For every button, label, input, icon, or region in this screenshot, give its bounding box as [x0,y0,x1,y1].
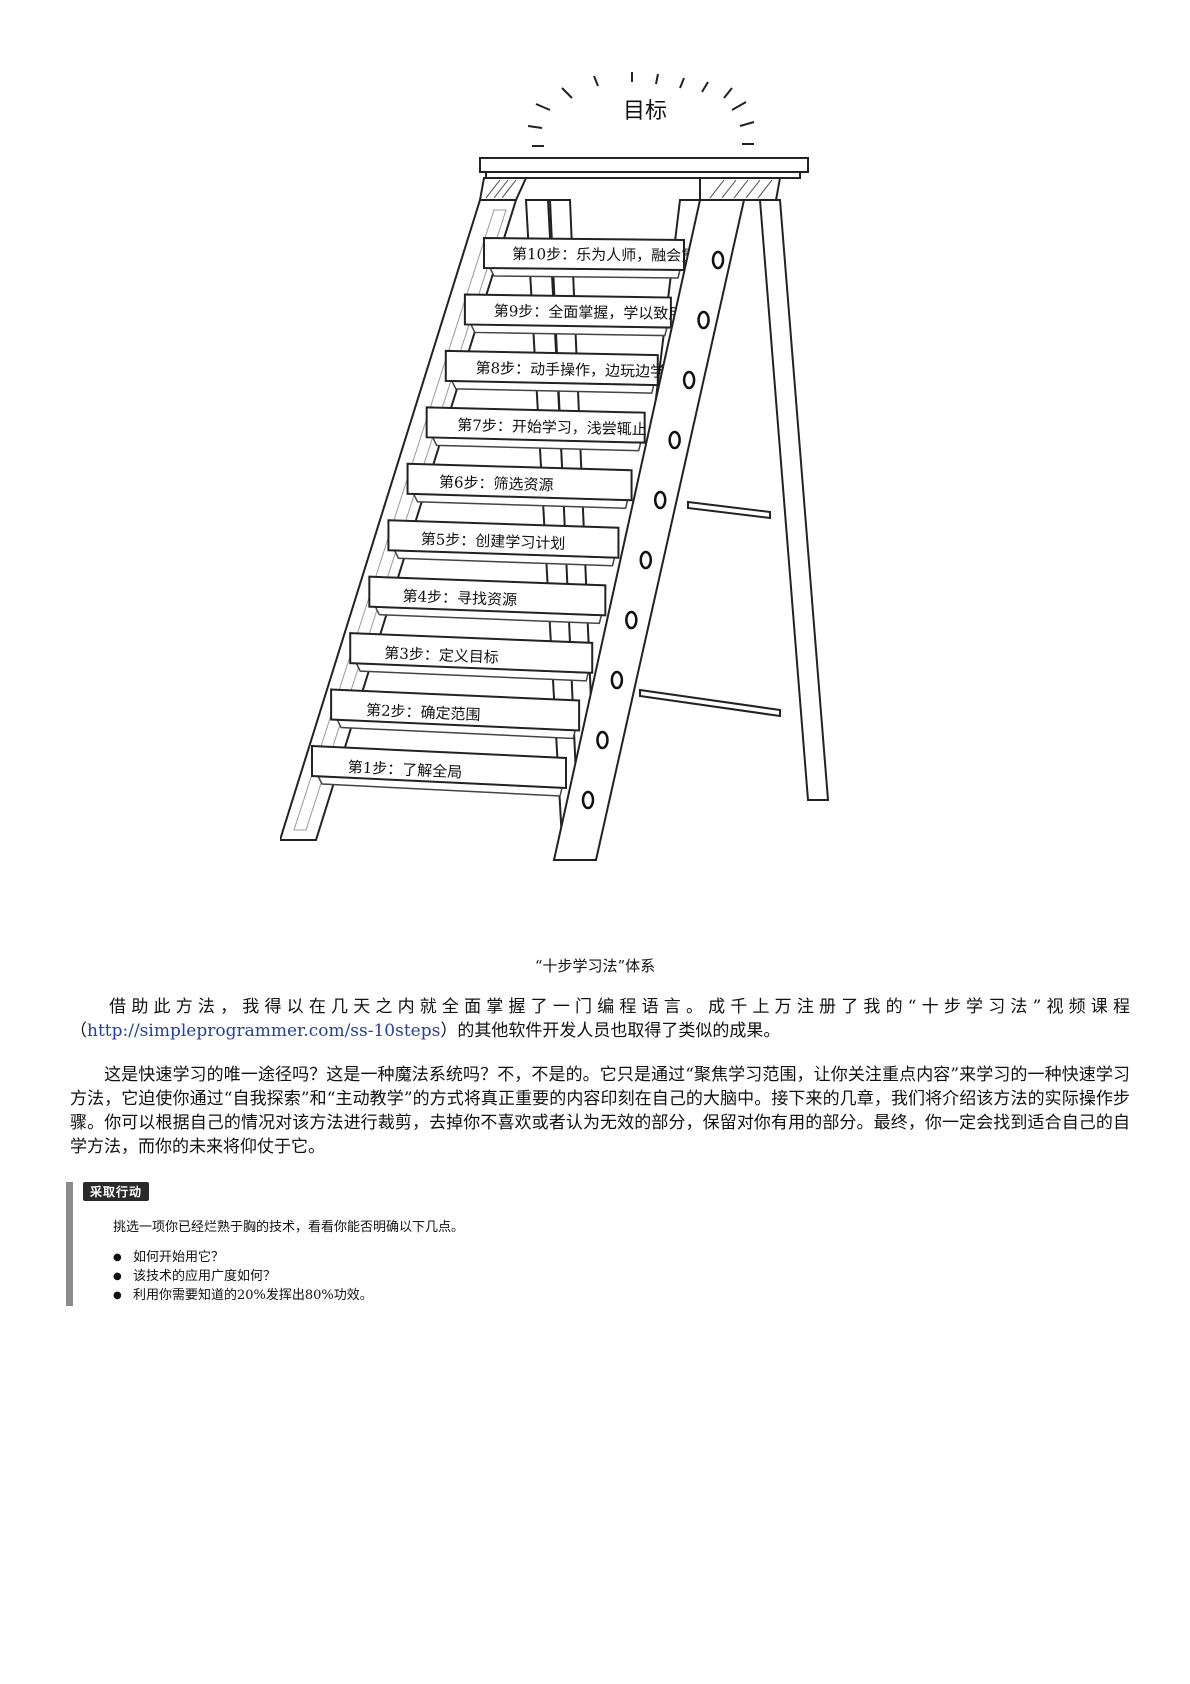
step-boards: 第10步：乐为人师，融会贯通第9步：全面掌握，学以致用第8步：动手操作，边玩边学… [311,236,711,797]
action-badge: 采取行动 [83,1182,150,1201]
step-board: 第10步：乐为人师，融会贯通 [483,236,711,279]
step-board: 第2步：确定范围 [330,688,581,740]
paragraph-1-tail: ）的其他软件开发人员也取得了类似的成果。 [440,1021,781,1041]
paragraph-1-text: 借助此方法，我得以在几天之内就全面掌握了一门编程语言。成千上万注册了我的“十步学… [70,997,1130,1041]
leg-hole [653,490,667,510]
leg-holes [581,250,725,810]
leg-hole [697,310,710,330]
course-link[interactable]: http://simpleprogrammer.com/ss-10steps [87,1021,441,1041]
list-item: 该技术的应用广度如何？ [113,1267,373,1286]
step-board: 第9步：全面掌握，学以致用 [463,293,684,337]
step-board: 第3步：定义目标 [349,632,594,682]
step-board-shape [406,462,633,502]
leg-hole [610,670,624,690]
step-board: 第5步：创建学习计划 [387,519,620,567]
step-board-shape [425,406,646,444]
list-item: 利用你需要知道的20%发挥出80%功效。 [113,1286,373,1305]
step-label: 第6步：筛选资源 [439,473,554,494]
goal-label: 目标 [623,99,667,124]
figure-caption: “十步学习法”体系 [534,957,656,975]
step-label: 第10步：乐为人师，融会贯通 [512,245,711,265]
step-label: 第4步：寻找资源 [402,587,517,609]
top-board-hatch [485,179,773,199]
ladder-figure: 目标 第10步：乐为人师，融会贯通第9步：全面掌握，学以致用第8步： [280,60,880,940]
front-left-leg-grain [293,209,507,831]
paragraph-2-text: 这是快速学习的唯一途径吗？这是一种魔法系统吗？不，不是的。它只是通过“聚焦学习范… [70,1065,1130,1157]
leg-hole [596,730,609,750]
action-intro: 挑选一项你已经烂熟于胸的技术，看看你能否明确以下几点。 [113,1220,465,1235]
action-box: 采取行动 挑选一项你已经烂熟于胸的技术，看看你能否明确以下几点。 如何开始用它？… [66,1182,773,1306]
step-label: 第3步：定义目标 [384,644,499,667]
step-board: 第1步：了解全局 [311,744,567,797]
step-board-shape [330,688,581,732]
list-item: 如何开始用它？ [113,1248,373,1267]
step-board: 第4步：寻找资源 [368,575,607,625]
front-right-leg [552,199,746,861]
top-board [478,157,809,201]
action-list: 如何开始用它？ 该技术的应用广度如何？ 利用你需要知道的20%发挥出80%功效。 [113,1248,373,1305]
leg-hole [639,550,653,570]
paragraph-2: 这是快速学习的唯一途径吗？这是一种魔法系统吗？不，不是的。它只是通过“聚焦学习范… [70,1063,1130,1159]
step-board-shape [311,744,567,790]
leg-hole [711,250,725,270]
step-label: 第2步：确定范围 [366,701,481,724]
leg-hole [625,610,638,630]
paragraph-1: 借助此方法，我得以在几天之内就全面掌握了一门编程语言。成千上万注册了我的“十步学… [70,995,1130,1043]
step-board: 第6步：筛选资源 [406,462,633,509]
leg-hole [668,430,681,450]
step-board-shape [349,632,594,674]
step-label: 第7步：开始学习，浅尝辄止 [457,416,647,439]
step-label: 第8步：动手操作，边玩边学 [475,359,665,381]
step-board-shape [368,575,607,617]
leg-hole [682,370,696,390]
step-board-shape [444,349,659,387]
step-board: 第7步：开始学习，浅尝辄止 [425,406,647,452]
step-label: 第1步：了解全局 [347,758,462,781]
leg-hole [581,790,595,810]
step-label: 第9步：全面掌握，学以致用 [494,302,684,323]
step-label: 第5步：创建学习计划 [421,530,566,553]
sun-rays [527,72,755,147]
step-board-shape [387,519,620,559]
step-board: 第8步：动手操作，边玩边学 [444,349,665,394]
